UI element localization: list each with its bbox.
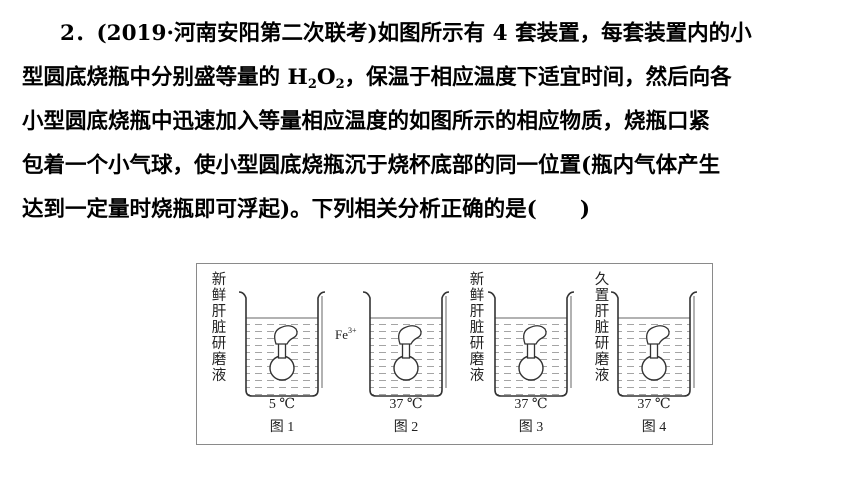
beaker-4: [610, 291, 698, 397]
fig2-temperature: 37 ℃: [389, 397, 423, 412]
experiment-figure: 新鲜肝脏研磨液 Fe3+ 新鲜肝脏研磨液 久置肝脏研磨液 5 ℃ 37 ℃ 37…: [196, 263, 713, 445]
fig2-caption: 图 2: [393, 420, 419, 435]
question-line-1: 2．(2019·河南安阳第二次联考)如图所示有 4 套装置，每套装置内的小: [60, 21, 752, 46]
fig3-caption: 图 3: [518, 420, 544, 435]
question-line-5: 达到一定量时烧瓶即可浮起)。下列相关分析正确的是( ): [22, 197, 591, 222]
fig4-temperature: 37 ℃: [637, 397, 671, 412]
question-text: 2．(2019·河南安阳第二次联考)如图所示有 4 套装置，每套装置内的小 型圆…: [22, 12, 852, 232]
question-line-3: 小型圆底烧瓶中迅速加入等量相应温度的如图所示的相应物质，烧瓶口紧: [22, 109, 711, 134]
question-line-4: 包着一个小气球，使小型圆底烧瓶沉于烧杯底部的同一位置(瓶内气体产生: [22, 153, 721, 178]
fig3-side-label: 新鲜肝脏研磨液: [469, 272, 485, 384]
fig1-side-label: 新鲜肝脏研磨液: [211, 272, 227, 384]
fig1-temperature: 5 ℃: [268, 397, 296, 412]
fig2-reagent-label: Fe3+: [335, 326, 357, 343]
beaker-2: [362, 291, 450, 397]
fig1-caption: 图 1: [269, 420, 295, 435]
beaker-3: [487, 291, 575, 397]
fig3-temperature: 37 ℃: [514, 397, 548, 412]
beaker-1: [238, 291, 326, 397]
question-number: 2．: [60, 21, 97, 46]
fig4-side-label: 久置肝脏研磨液: [594, 272, 610, 384]
question-line-2: 型圆底烧瓶中分别盛等量的 H2O2，保温于相应温度下适宜时间，然后向各: [22, 65, 732, 92]
fig4-caption: 图 4: [641, 420, 667, 435]
